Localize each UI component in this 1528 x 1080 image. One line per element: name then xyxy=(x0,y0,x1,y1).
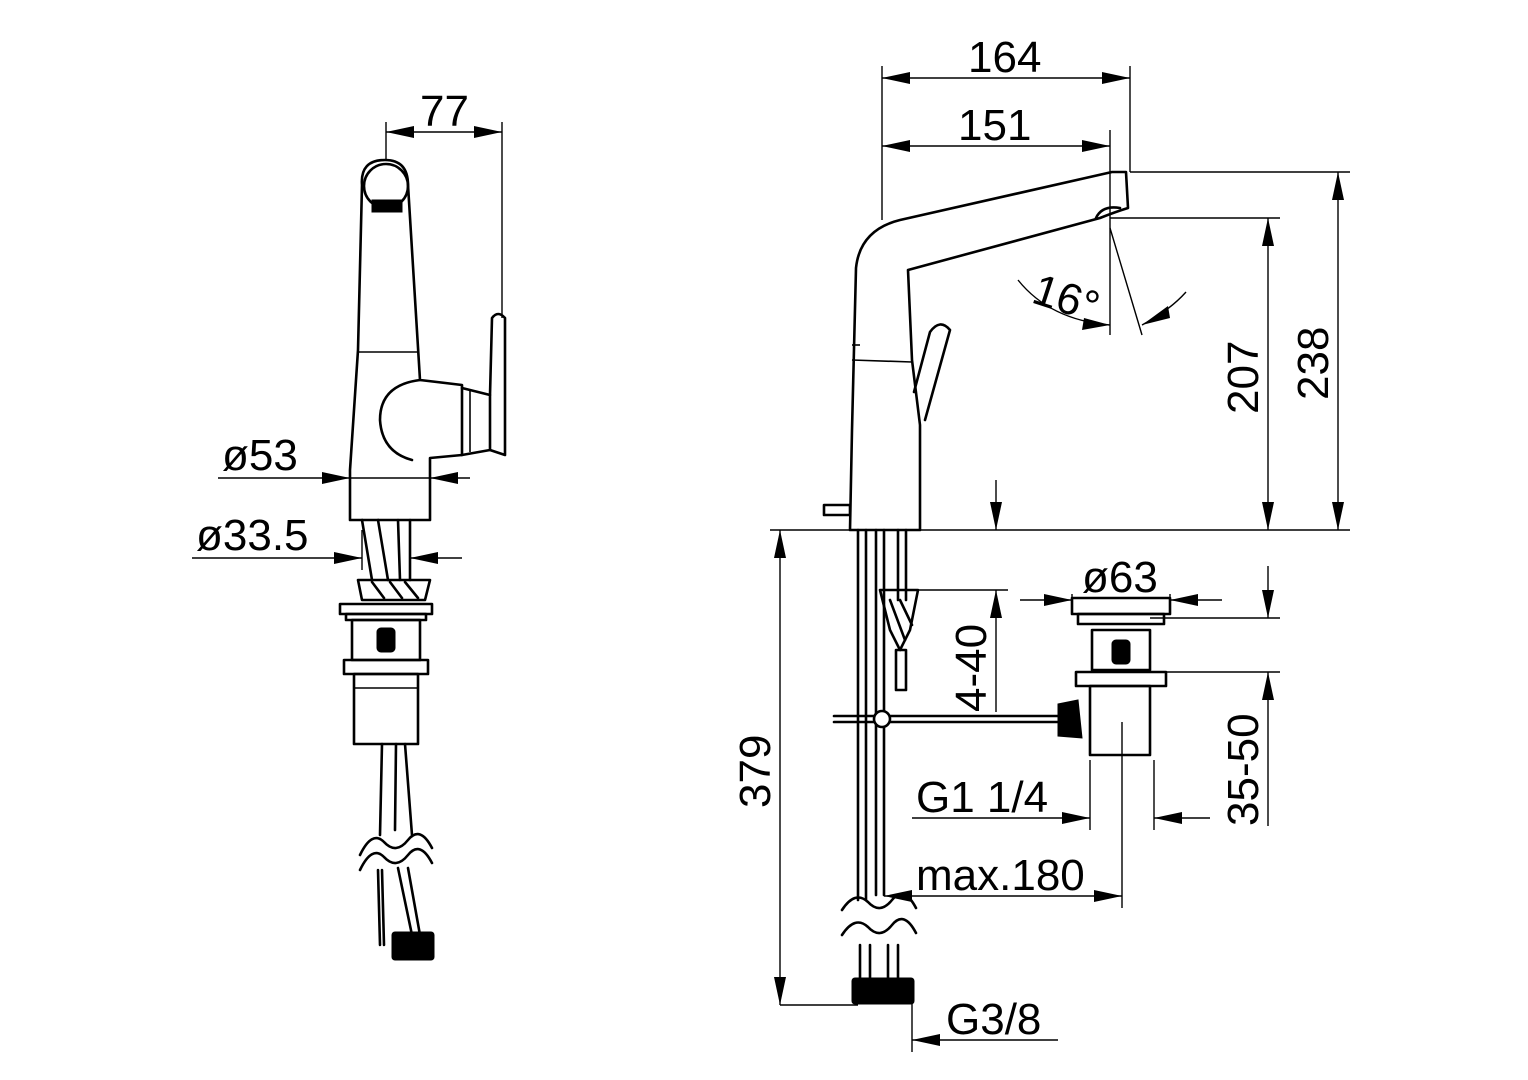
dim-238: 238 xyxy=(1130,171,1350,530)
label-g1-1-4: G1 1/4 xyxy=(916,773,1048,822)
dim-d63: ø63 xyxy=(1020,553,1222,614)
dim-angle-16: 16° xyxy=(1017,227,1187,336)
dim-379: 379 xyxy=(731,530,858,1006)
side-view xyxy=(338,158,507,961)
label-164: 164 xyxy=(968,33,1041,82)
label-d63: ø63 xyxy=(1082,553,1158,602)
label-d33-5: ø33.5 xyxy=(196,511,309,560)
label-238: 238 xyxy=(1289,327,1338,400)
dim-151: 151 xyxy=(882,101,1111,228)
dim-max-180: max.180 xyxy=(884,722,1123,908)
dim-g1-1-4: G1 1/4 xyxy=(912,760,1210,830)
label-35-50: 35-50 xyxy=(1219,713,1268,826)
label-g3-8: G3/8 xyxy=(946,995,1041,1044)
label-207: 207 xyxy=(1219,341,1268,414)
label-d53: ø53 xyxy=(222,431,298,480)
dim-35-50: 35-50 xyxy=(1150,566,1280,826)
front-view xyxy=(770,170,1350,1005)
label-4-40: 4-40 xyxy=(947,624,996,712)
label-77: 77 xyxy=(420,87,469,136)
label-151: 151 xyxy=(958,101,1031,150)
dim-d53: ø53 xyxy=(218,431,470,484)
dim-g3-8: G3/8 xyxy=(911,995,1058,1052)
label-379: 379 xyxy=(731,735,780,808)
dim-207: 207 xyxy=(1110,217,1280,530)
dim-4-40: 4-40 xyxy=(906,480,1008,712)
dim-77: 77 xyxy=(385,87,503,318)
dim-d33-5: ø33.5 xyxy=(192,511,462,570)
label-max-180: max.180 xyxy=(916,851,1085,900)
dim-164: 164 xyxy=(881,33,1131,220)
